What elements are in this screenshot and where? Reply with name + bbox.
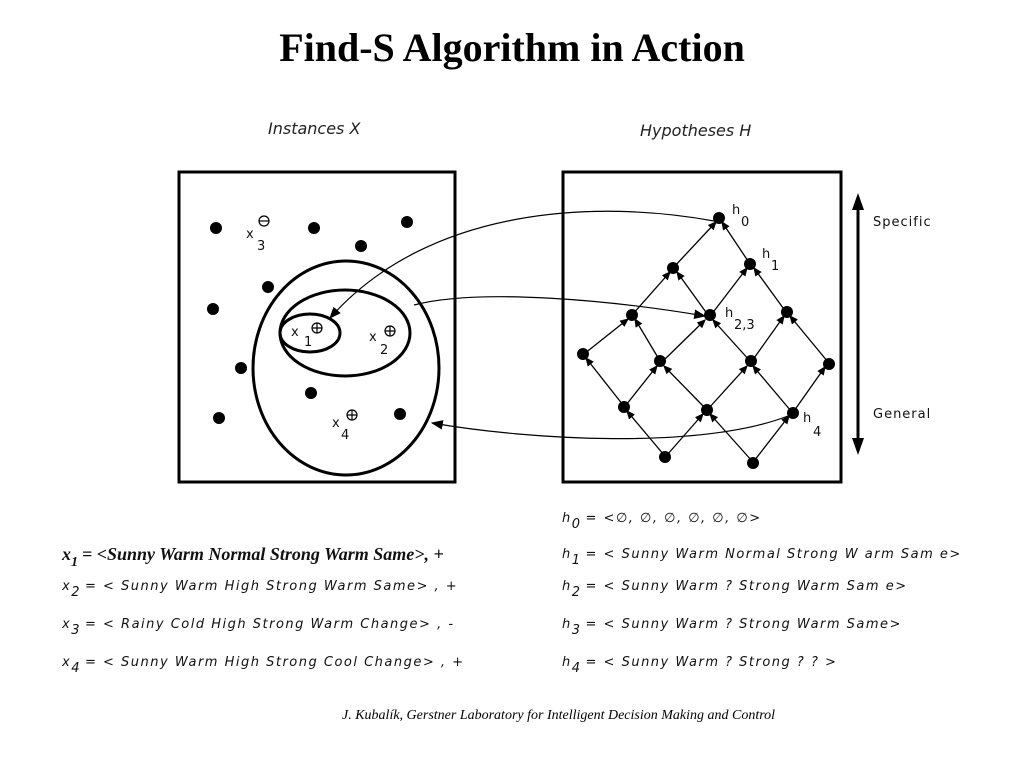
node-h0 [713,212,725,224]
svg-text:x: x [246,227,254,242]
label-h4: h 4 [803,411,821,440]
node-h23 [704,309,716,321]
hypothesis-row: h2= < Sunny Warm ? Strong Warm Sam e> [562,579,908,600]
svg-text:x: x [332,416,340,431]
mapping-curves [329,210,789,440]
example-row: x2= < Sunny Warm High Strong Warm Same> … [62,579,459,600]
lattice-edges [583,220,829,462]
example-row: x4= < Sunny Warm High Strong Cool Change… [62,655,465,676]
label-h0: h 0 [732,203,749,230]
instance-dots [207,216,413,424]
hypotheses-box [561,170,843,484]
svg-text:4: 4 [813,425,821,440]
lattice-node [747,457,759,469]
arrow-down-icon [852,438,864,455]
svg-text:0: 0 [741,215,749,230]
hypothesis-row: h1= < Sunny Warm Normal Strong W arm Sam… [562,547,962,568]
lattice-node [823,358,835,370]
instance-x4: x 4 [332,409,358,443]
curve-h4 [430,415,789,440]
svg-text:2,3: 2,3 [734,318,755,333]
hypothesis-row: h0= <∅, ∅, ∅, ∅, ∅, ∅> [562,511,762,532]
instance-x2: x 2 [369,325,396,358]
hypothesis-row: h4= < Sunny Warm ? Strong ? ? > [562,655,838,676]
instance-dot [262,281,274,293]
axis-specific-label: Specific [873,215,932,230]
svg-text:4: 4 [341,428,349,443]
lattice-node [618,401,630,413]
footer-credit: J. Kubalík, Gerstner Laboratory for Inte… [342,708,776,723]
lattice-node [654,355,666,367]
lattice-node [667,262,679,274]
lattice-node [659,451,671,463]
instance-dot [210,222,222,234]
instance-dot [235,362,247,374]
arrow-up-icon [852,193,864,210]
h4-region [251,259,441,477]
lattice-nodes [577,212,835,469]
curve-h23 [413,296,707,319]
hypotheses-label: Hypotheses H [640,121,751,140]
label-h23: h 2,3 [725,306,755,333]
svg-text:x: x [369,330,377,345]
lattice-node [701,404,713,416]
instance-x1: x 1 [291,322,323,350]
lattice-node [626,309,638,321]
instance-dot [213,412,225,424]
svg-text:2: 2 [380,343,388,358]
svg-text:h: h [762,247,770,262]
node-h4 [787,407,799,419]
svg-text:3: 3 [257,239,265,254]
svg-text:1: 1 [304,335,312,350]
example-row: x3= < Rainy Cold High Strong Warm Change… [62,617,455,638]
instance-dot [401,216,413,228]
instance-x3: x 3 [246,215,270,254]
axis-general-label: General [873,407,931,422]
curve-h1 [329,210,715,319]
svg-text:h: h [803,411,811,426]
lattice-node [577,348,589,360]
lattice-node [745,355,757,367]
instance-dot [305,387,317,399]
lattice-node [781,306,793,318]
instance-dot [355,240,367,252]
instance-dot [308,222,320,234]
instances-box [177,170,457,484]
hypothesis-row: h3= < Sunny Warm ? Strong Warm Same> [562,617,902,638]
svg-text:h: h [725,306,733,321]
instance-dot [207,303,219,315]
h1-region [278,312,342,354]
slide-title: Find-S Algorithm in Action [279,25,745,70]
label-h1: h 1 [762,247,779,274]
svg-text:1: 1 [771,259,779,274]
example-row: x1= <Sunny Warm Normal Strong Warm Same>… [62,544,444,570]
node-h1 [744,258,756,270]
svg-text:h: h [732,203,740,218]
instances-label: Instances X [268,119,361,138]
svg-text:x: x [291,325,299,340]
instance-dot [394,408,406,420]
